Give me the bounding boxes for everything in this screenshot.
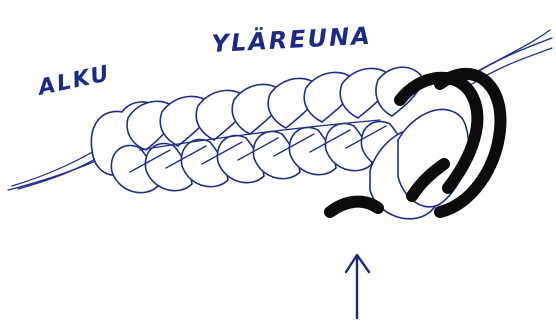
top-edge-label: YLÄREUNA — [211, 21, 373, 58]
up-arrow-icon — [346, 255, 369, 318]
start-label: ALKU — [34, 61, 113, 101]
left-tail-strand — [8, 150, 100, 190]
